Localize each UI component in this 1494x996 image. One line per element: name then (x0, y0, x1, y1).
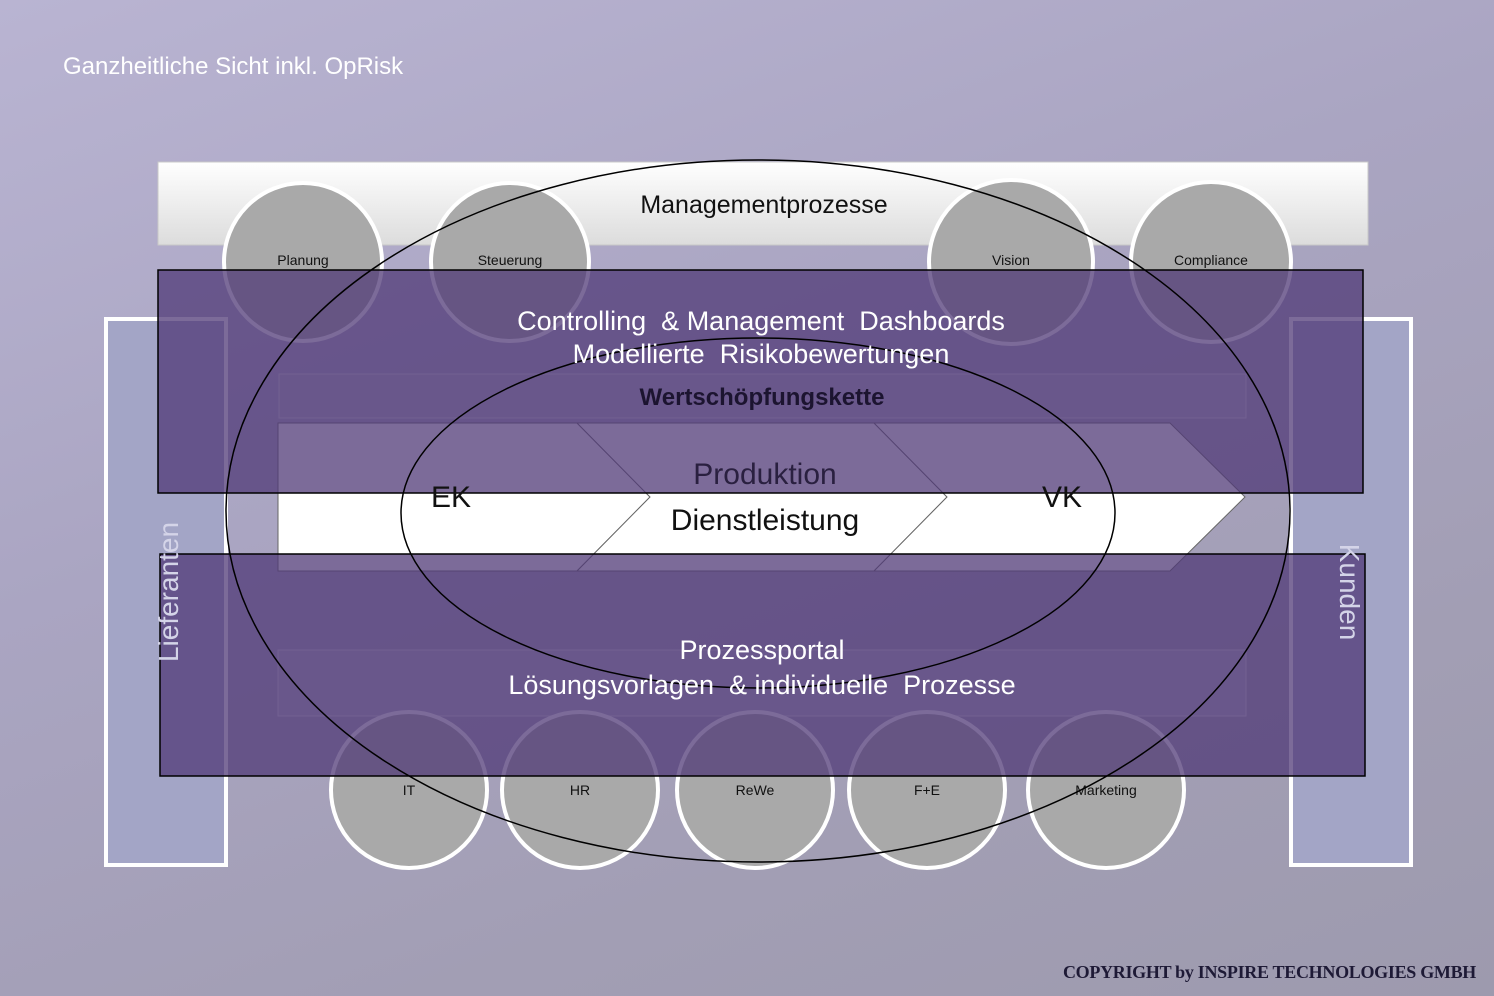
overlay-bottom-line1: Prozessportal (679, 635, 844, 665)
svg-text:Compliance: Compliance (1174, 252, 1248, 268)
label-vk: VK (1042, 481, 1082, 514)
svg-text:Marketing: Marketing (1075, 782, 1136, 798)
management-bar-label: Managementprozesse (640, 191, 887, 219)
overlay-dashboards (157, 269, 1364, 494)
svg-text:HR: HR (570, 782, 590, 798)
svg-text:Steuerung: Steuerung (478, 252, 543, 268)
supplier-label: Lieferanten (153, 522, 184, 662)
svg-text:IT: IT (403, 782, 416, 798)
svg-text:Vision: Vision (992, 252, 1030, 268)
svg-text:ReWe: ReWe (736, 782, 775, 798)
inner-ellipse (400, 337, 1116, 689)
value-chain-header-label: Wertschöpfungskette (640, 384, 885, 411)
slide-title: Ganzheitliche Sicht inkl. OpRisk (63, 53, 404, 80)
overlay-prozessportal (159, 553, 1366, 777)
label-ek: EK (431, 481, 471, 514)
overlay-top-line1: Controlling & Management Dashboards (517, 306, 1005, 336)
svg-text:Planung: Planung (277, 252, 328, 268)
label-produktion: Produktion (693, 458, 836, 491)
customer-label: Kunden (1334, 544, 1365, 641)
overlay-bottom-line2: Lösungsvorlagen & individuelle Prozesse (508, 670, 1015, 700)
copyright: COPYRIGHT by INSPIRE TECHNOLOGIES GMBH (1062, 962, 1476, 982)
label-dienstleistung: Dienstleistung (671, 504, 859, 537)
svg-text:F+E: F+E (914, 782, 940, 798)
overlay-top-line2: Modellierte Risikobewertungen (573, 339, 950, 369)
outer-ellipse (225, 159, 1291, 863)
